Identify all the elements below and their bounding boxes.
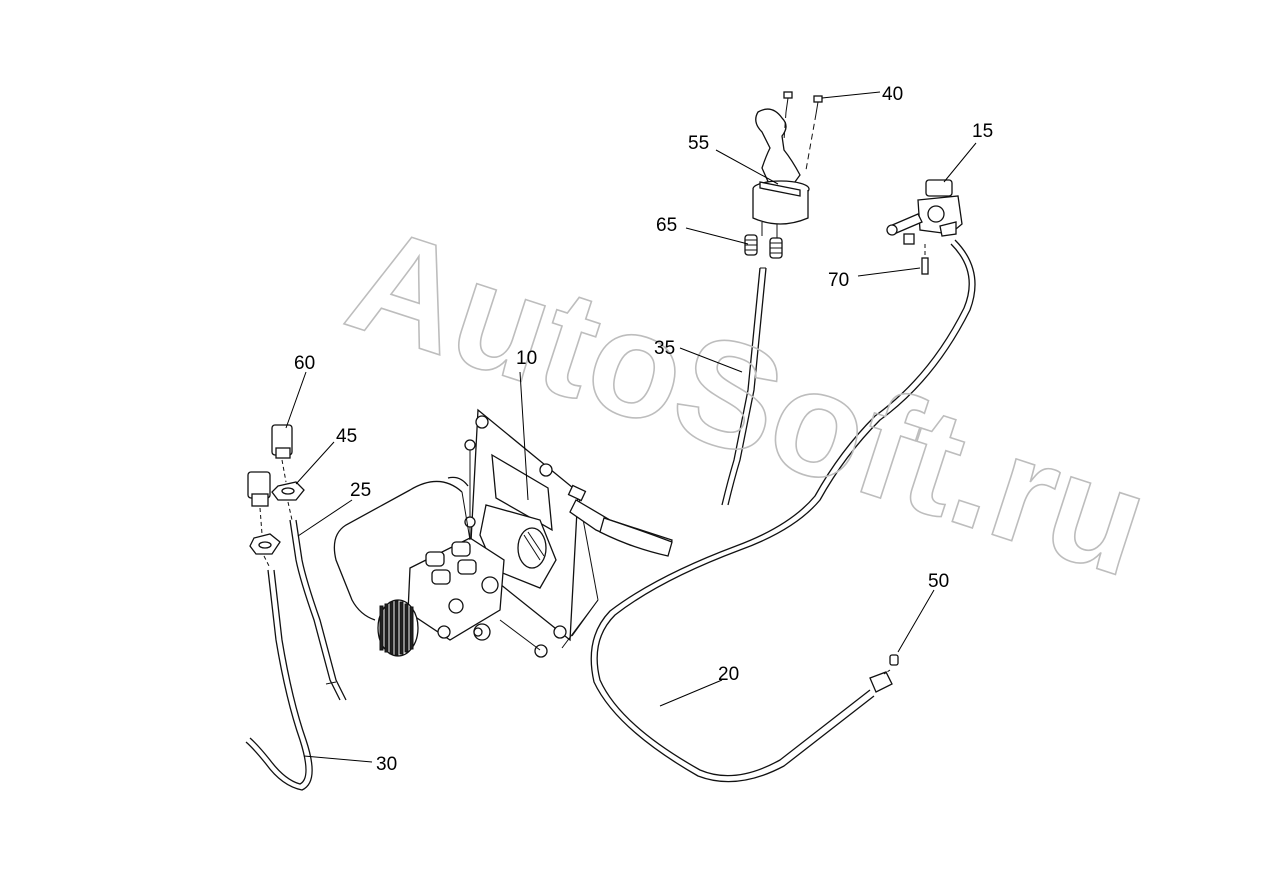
callout-70: 70 [828,270,849,291]
callout-45: 45 [336,426,357,447]
callout-50: 50 [928,571,949,592]
callout-60: 60 [294,353,315,374]
callout-65: 65 [656,215,677,236]
callout-20: 20 [718,664,739,685]
left-fittings [245,424,347,791]
hand-brake-valve [721,91,823,506]
callout-55: 55 [688,133,709,154]
callout-15: 15 [972,121,993,142]
brake-valve-assembly [333,408,673,658]
callout-35: 35 [654,338,675,359]
callout-10: 10 [516,348,537,369]
hose-20 [590,239,976,783]
callout-40: 40 [882,84,903,105]
callout-labels: 10 15 20 25 30 35 40 45 50 55 60 65 70 [294,84,993,775]
leader-lines [285,91,977,763]
control-valve [886,179,963,275]
callout-30: 30 [376,754,397,775]
callout-25: 25 [350,480,371,501]
